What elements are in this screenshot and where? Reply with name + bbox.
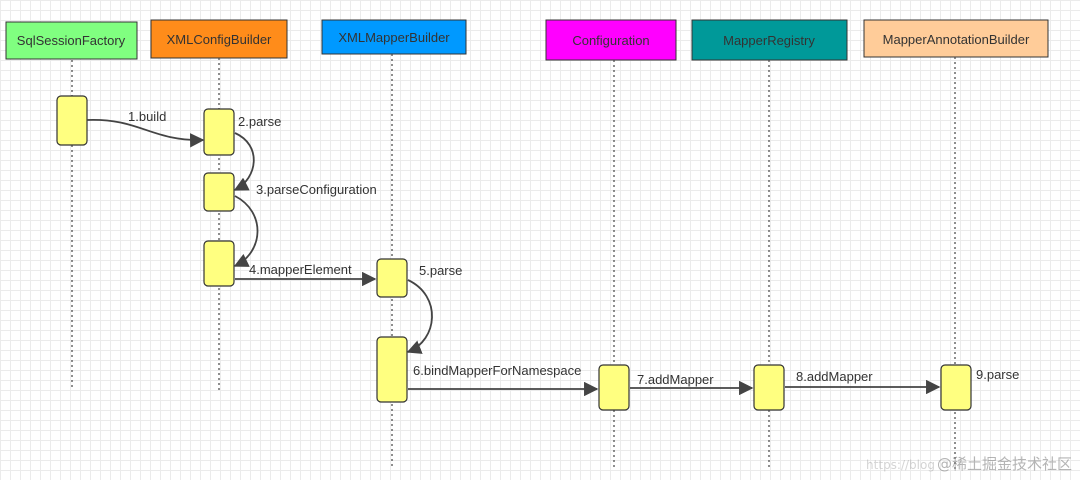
message-label-3: 3.parseConfiguration <box>256 182 377 197</box>
participant-box <box>150 19 288 59</box>
activation-xmlmapperbuilder-bind <box>376 336 408 403</box>
message-label-1: 1.build <box>128 109 166 124</box>
participant-box <box>321 19 467 55</box>
activation-xmlconfigbuilder-parse <box>203 108 235 156</box>
participant-label: MapperAnnotationBuilder <box>883 32 1030 47</box>
participant-label: SqlSessionFactory <box>17 33 126 48</box>
participant-label: XMLConfigBuilder <box>167 32 272 47</box>
participant-configuration: Configuration <box>545 19 677 61</box>
message-arrow-2 <box>233 132 255 191</box>
watermark-faint-text: https://blog <box>866 458 935 472</box>
participant-label: MapperRegistry <box>723 33 815 48</box>
participant-box <box>545 19 677 61</box>
message-arrow-5 <box>406 279 433 354</box>
message-label-7: 7.addMapper <box>637 372 714 387</box>
participant-label: Configuration <box>572 33 649 48</box>
watermark: https://blog@稀土掘金技术社区 <box>866 453 1072 474</box>
participant-xmlconfigbuilder: XMLConfigBuilder <box>150 19 288 59</box>
message-arrow-3 <box>233 195 259 267</box>
participant-label: XMLMapperBuilder <box>338 30 450 45</box>
message-label-4: 4.mapperElement <box>249 262 352 277</box>
activation-xmlconfigbuilder-mapperelement <box>203 240 235 287</box>
message-label-9: 9.parse <box>976 367 1019 382</box>
activation-configuration <box>598 364 630 411</box>
message-arrow-1 <box>86 119 205 148</box>
message-label-8: 8.addMapper <box>796 369 873 384</box>
activation-xmlmapperbuilder-parse <box>376 258 408 298</box>
message-label-2: 2.parse <box>238 114 281 129</box>
activation-sqlsessionfactory <box>56 95 88 146</box>
watermark-text: @稀土掘金技术社区 <box>936 455 1072 473</box>
activation-xmlconfigbuilder-parseconfiguration <box>203 172 235 212</box>
participant-mapperregistry: MapperRegistry <box>691 19 848 61</box>
message-label-5: 5.parse <box>419 263 462 278</box>
participant-mapperannotationbuilder: MapperAnnotationBuilder <box>863 19 1049 58</box>
activation-mapperregistry <box>753 364 785 411</box>
activation-mapperannotationbuilder <box>940 364 972 411</box>
participant-sqlsessionfactory: SqlSessionFactory <box>5 21 138 60</box>
participant-box <box>863 19 1049 58</box>
participant-xmlmapperbuilder: XMLMapperBuilder <box>321 19 467 55</box>
message-label-6: 6.bindMapperForNamespace <box>413 363 581 378</box>
participant-box <box>5 21 138 60</box>
